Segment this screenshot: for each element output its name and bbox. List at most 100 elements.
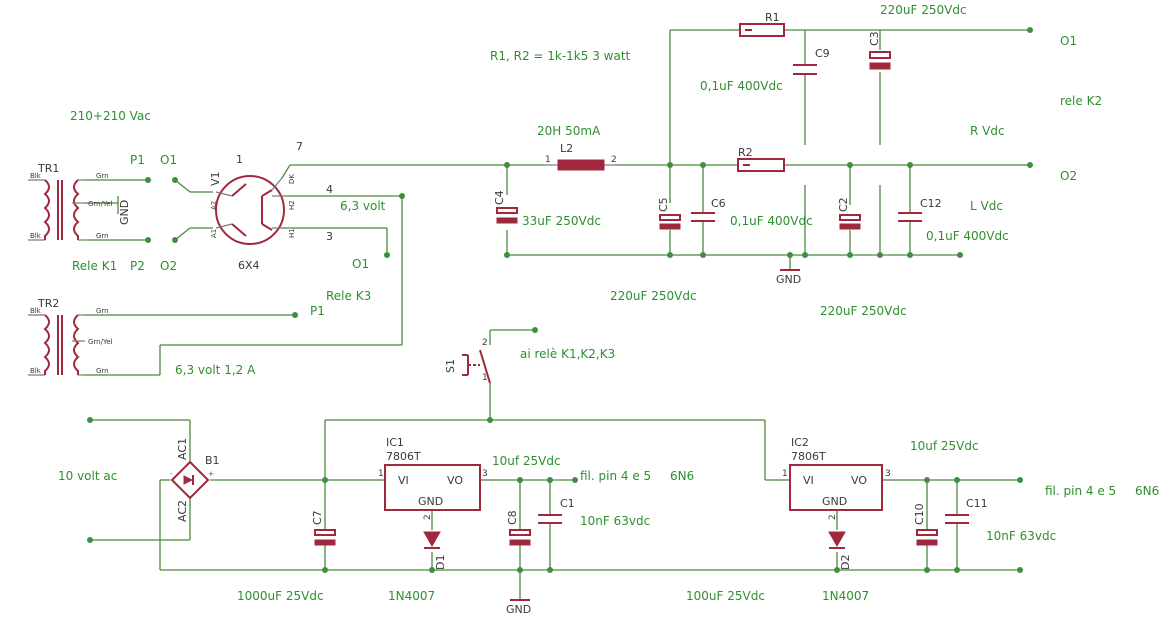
label-c4-val: 33uF 250Vdc [522, 214, 601, 228]
ic2-pin-1: 1 [782, 469, 788, 479]
label-p1-tr1: P1 [130, 153, 145, 167]
s1-name: S1 [444, 359, 457, 373]
tr1-gnd: GND [118, 200, 131, 225]
v1-pin-3: 3 [326, 230, 333, 243]
ic2-vi: VI [803, 474, 814, 487]
label-ai-rele: ai relè K1,K2,K3 [520, 347, 615, 361]
capacitor-c7: C7 [311, 510, 336, 546]
label-c5-val: 220uF 250Vdc [610, 289, 697, 303]
c5-name: C5 [657, 197, 670, 212]
v1-pin-a2: A2 [210, 201, 218, 210]
tr1-grn-bot: Grn [96, 232, 109, 240]
c1-name: C1 [560, 497, 575, 510]
label-c7-val: 1000uF 25Vdc [237, 589, 324, 603]
b1-plus: + [208, 470, 214, 478]
tube-v1: V1 1 7 4 3 A2 A1 H2 H1 DK 6X4 [209, 140, 333, 272]
c12-name: C12 [920, 197, 942, 210]
label-rele-k2: rele K2 [1060, 94, 1102, 108]
v1-pin-a1: A1 [210, 229, 218, 238]
capacitor-c8: C8 [506, 510, 531, 546]
label-fil-63-12: 6,3 volt 1,2 A [175, 363, 256, 377]
label-l-vdc: L Vdc [970, 199, 1003, 213]
c6-name: C6 [711, 197, 726, 210]
v1-pin-h2: H2 [288, 200, 296, 210]
v1-type: 6X4 [238, 259, 260, 272]
tr2-grnyel: Grn/Yel [88, 338, 113, 346]
ground-symbol-hv: GND [776, 269, 801, 286]
switch-s1: S1 1 2 [444, 338, 491, 384]
ic2-vo: VO [851, 474, 867, 487]
l2-pin-1: 1 [545, 155, 551, 165]
tr1-grn-top: Grn [96, 172, 109, 180]
c7-name: C7 [311, 510, 324, 525]
label-c2-val: 220uF 250Vdc [820, 304, 907, 318]
d1-name: D1 [434, 555, 447, 570]
tr1-blk-top: Blk [30, 172, 42, 180]
v1-pin-4: 4 [326, 183, 333, 196]
regulator-ic2: IC2 7806T VI VO GND 1 3 2 [780, 436, 892, 520]
label-c10-val: 100uF 25Vdc [686, 589, 765, 603]
ground-symbol-lv: GND [506, 599, 531, 616]
c9-name: C9 [815, 47, 830, 60]
ic2-pin-3: 3 [885, 469, 891, 479]
tr2-grn-bot: Grn [96, 367, 109, 375]
capacitor-c12: C12 [898, 197, 942, 222]
ic1-name: IC1 [386, 436, 404, 449]
label-ic2-c-val: 10uf 25Vdc [910, 439, 979, 453]
capacitor-c5: C5 [657, 197, 681, 230]
v1-pin-1: 1 [236, 153, 243, 166]
label-c11-val: 10nF 63vdc [986, 529, 1056, 543]
c2-name: C2 [837, 197, 850, 212]
hv-wires [85, 29, 1030, 376]
diode-d2: D2 [828, 531, 852, 570]
ic2-name: IC2 [791, 436, 809, 449]
r1-name: R1 [765, 11, 780, 24]
label-l2-val: 20H 50mA [537, 124, 601, 138]
inductor-l2: L2 1 2 [545, 142, 617, 171]
capacitor-c3: C3 [868, 31, 891, 70]
resistor-r1: R1 [730, 11, 785, 37]
label-tube-2: 6N6 [1135, 484, 1159, 498]
l2-name: L2 [560, 142, 573, 155]
label-c3-val: 220uF 250Vdc [880, 3, 967, 17]
label-rele-k1: Rele K1 [72, 259, 117, 273]
label-c1-val: 10nF 63vdc [580, 514, 650, 528]
capacitor-c6: C6 [691, 197, 726, 222]
tr2-blk-bot: Blk [30, 367, 42, 375]
capacitor-c11: C11 [945, 497, 988, 524]
ic1-type: 7806T [386, 450, 421, 463]
c10-name: C10 [913, 503, 926, 525]
ic1-gnd: GND [418, 495, 443, 508]
label-r-vdc: R Vdc [970, 124, 1005, 138]
d2-name: D2 [839, 555, 852, 570]
ic1-pin-2: 2 [423, 514, 433, 520]
ic1-vi: VI [398, 474, 409, 487]
c8-name: C8 [506, 510, 519, 525]
v1-pin-dk: DK [288, 174, 296, 184]
capacitor-c2: C2 [837, 197, 861, 230]
label-fil-63: 6,3 volt [340, 199, 386, 213]
tr1-grnyel: Grn/Yel [88, 200, 113, 208]
ac2-name: AC2 [176, 500, 189, 522]
tr2-grn-top: Grn [96, 307, 109, 315]
label-o1-v1: O1 [160, 153, 177, 167]
v1-pin-7: 7 [296, 140, 303, 153]
tr2-blk-top: Blk [30, 307, 42, 315]
transformer-tr2: TR2 Blk Blk Grn Grn/Yel Grn [28, 297, 113, 376]
s1-pin-1: 1 [482, 373, 488, 383]
label-mains: 210+210 Vac [70, 109, 151, 123]
label-o1-h1: O1 [352, 257, 369, 271]
b1-name: B1 [205, 454, 220, 467]
s1-pin-2: 2 [482, 338, 488, 348]
bridge-b1: B1 - + AC1 AC2 [170, 438, 220, 522]
label-d1-val: 1N4007 [388, 589, 435, 603]
label-tube-1: 6N6 [670, 469, 694, 483]
label-c8-val: 10uf 25Vdc [492, 454, 561, 468]
capacitor-c4: C4 [493, 190, 518, 224]
label-fil-pin-1: fil. pin 4 e 5 [580, 469, 651, 483]
v1-name: V1 [209, 171, 222, 186]
resistor-r2: R2 [737, 146, 785, 172]
ic2-gnd: GND [822, 495, 847, 508]
